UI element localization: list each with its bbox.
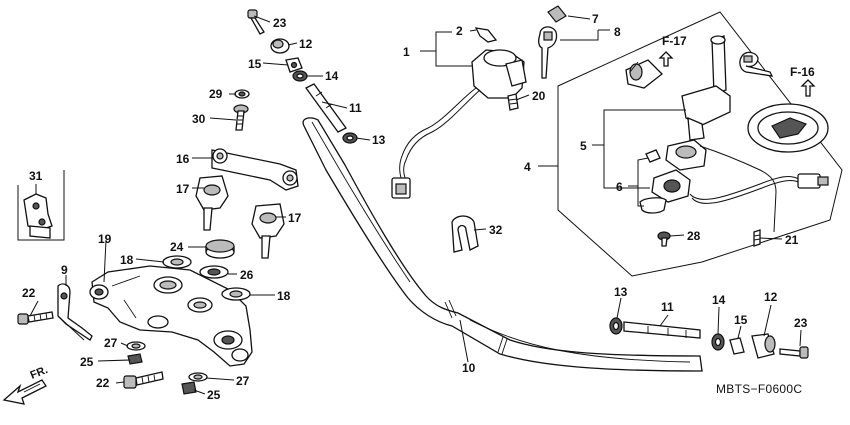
callout-24: 24 [170, 240, 184, 254]
callout-labels: 1 2 4 5 6 7 8 9 10 11 11 12 12 13 13 14 … [22, 12, 808, 402]
direction-label: FR. [29, 364, 50, 382]
callout-25-lower: 25 [207, 388, 221, 402]
upper-holder-16 [211, 148, 299, 191]
callout-2: 2 [456, 24, 463, 38]
lower-holder-17-left [195, 175, 229, 231]
washer-27-upper [126, 341, 146, 351]
callout-18-upper: 18 [120, 253, 134, 267]
ignition-main-body [681, 35, 731, 141]
washer-26 [199, 265, 229, 279]
callout-8: 8 [614, 25, 621, 39]
callout-15-right: 15 [734, 313, 748, 327]
callout-11-right: 11 [661, 300, 674, 314]
screw-28 [657, 231, 671, 247]
callout-12-top: 12 [299, 37, 313, 51]
callout-14-right: 14 [712, 293, 726, 307]
ring-14-right [711, 333, 725, 351]
front-direction-arrow [2, 379, 47, 405]
callout-25-upper: 25 [80, 355, 94, 369]
callout-17-left: 17 [176, 182, 190, 196]
ignition-box-4 [557, 11, 843, 277]
washer-29 [234, 89, 250, 99]
cap-24 [205, 239, 235, 259]
callout-7: 7 [592, 12, 599, 26]
callout-21: 21 [785, 233, 799, 247]
rod-11-right [623, 321, 701, 339]
callout-13-top: 13 [372, 133, 386, 147]
bolt-30 [233, 104, 249, 131]
arrow-f16 [800, 79, 816, 97]
nut-25-upper [127, 353, 143, 365]
piece-2 [474, 27, 498, 43]
collar-15-right [729, 337, 745, 355]
callout-10: 10 [462, 361, 476, 375]
diagram-code: MBTS−F0600C [716, 382, 802, 396]
weight-12-right [751, 333, 776, 359]
callout-11-top: 11 [349, 101, 362, 115]
washer-27-lower [188, 372, 208, 382]
callout-12-right: 12 [764, 290, 778, 304]
washer-18-lower [221, 287, 251, 301]
handlebar-pipe [302, 117, 703, 372]
ignition-key [739, 51, 774, 77]
top-bridge [89, 265, 253, 367]
switch-assembly-1 [391, 49, 527, 199]
bracket-9 [57, 283, 93, 341]
callout-27-upper: 27 [104, 336, 118, 350]
view-label-f16: F-16 [790, 65, 815, 79]
rod-11-top [305, 83, 347, 133]
nut-13-top [342, 132, 358, 144]
leader-lines [29, 15, 802, 395]
callout-18-lower: 18 [277, 289, 291, 303]
callout-17-right: 17 [288, 211, 302, 225]
ignition-wire [689, 145, 829, 233]
cover-f16 [747, 103, 829, 153]
callout-15-top: 15 [248, 57, 262, 71]
callout-22-left: 22 [22, 286, 36, 300]
screw-23-right [779, 346, 809, 359]
lock-cylinder-f17 [625, 59, 663, 89]
callout-31: 31 [29, 169, 43, 183]
screw-23-top [247, 9, 265, 35]
arrow-f17 [658, 51, 674, 67]
callout-1: 1 [403, 45, 410, 59]
callout-23-top: 23 [273, 16, 287, 30]
callout-16: 16 [176, 152, 190, 166]
weight-12-top [270, 38, 290, 54]
callout-5: 5 [580, 139, 587, 153]
callout-6: 6 [616, 180, 623, 194]
callout-9: 9 [61, 263, 68, 277]
callout-22-bottom: 22 [96, 376, 110, 390]
callout-23-right: 23 [794, 316, 808, 330]
callout-28: 28 [687, 229, 701, 243]
callout-26: 26 [240, 268, 254, 282]
callout-14-top: 14 [325, 69, 339, 83]
nut-13-right [609, 317, 623, 335]
switch-contact-5-6 [639, 139, 707, 214]
callout-32: 32 [489, 223, 503, 237]
bolt-22-bottom [123, 371, 164, 389]
key-cap-7 [547, 5, 567, 23]
clamp-32 [451, 215, 479, 253]
bolt-21 [753, 229, 761, 247]
callout-29: 29 [209, 87, 223, 101]
component-31 [17, 170, 65, 241]
collar-15-top [285, 57, 303, 73]
callout-4: 4 [524, 160, 531, 174]
bolt-22-left [17, 311, 54, 325]
key-8 [538, 26, 558, 79]
nut-25-lower [181, 381, 197, 395]
view-label-f17: F-17 [662, 34, 687, 48]
callout-27-lower: 27 [236, 374, 250, 388]
washer-18-upper [162, 255, 192, 269]
screw-20 [507, 93, 519, 111]
lower-holder-17-right [251, 203, 285, 259]
callout-30: 30 [192, 112, 206, 126]
ring-14-top [292, 70, 308, 82]
callout-20: 20 [532, 89, 546, 103]
callout-19: 19 [98, 232, 112, 246]
callout-13-right: 13 [614, 285, 628, 299]
